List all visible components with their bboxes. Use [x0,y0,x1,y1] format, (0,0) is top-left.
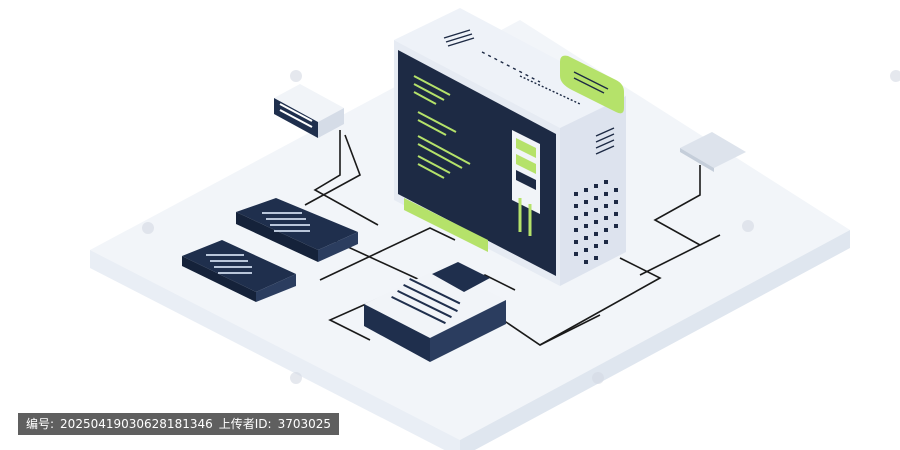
id-value: 20250419030628181346 [60,417,213,431]
keyboard-icon-2 [182,240,296,302]
code-screen-icon [398,50,556,276]
watermark-marks [142,70,900,384]
id-label: 编号: [26,417,55,431]
uploader-value: 3703025 [277,417,332,431]
computer-tower-icon [394,8,626,286]
router-icon [364,262,506,362]
keyboard-icon [236,198,358,262]
server-box-icon [274,84,344,138]
chat-bubble-icon [560,55,624,114]
cloud-card-icon [680,132,746,172]
uploader-label: 上传者ID: [218,417,272,431]
image-info-bar: 编号: 20250419030628181346 上传者ID: 3703025 [18,413,340,435]
